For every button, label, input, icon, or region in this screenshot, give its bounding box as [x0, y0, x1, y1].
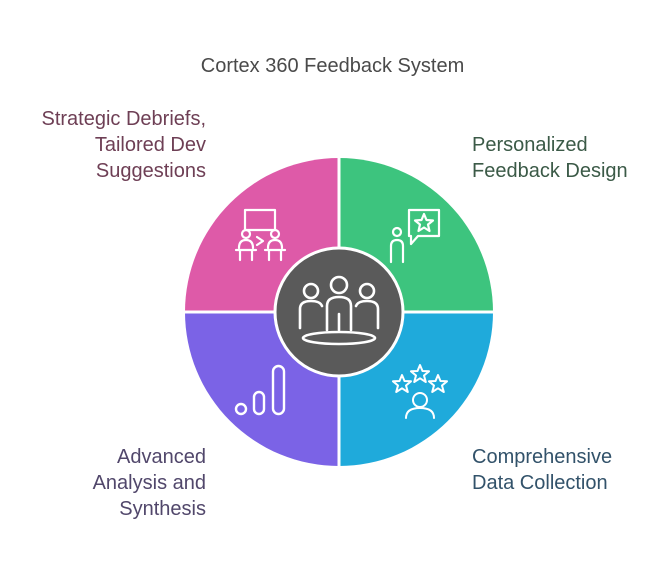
presentation-meeting-icon — [234, 208, 287, 262]
person-speech-star-icon — [389, 208, 441, 264]
label-personalized-feedback: Personalized Feedback Design — [472, 134, 628, 182]
label-comprehensive-data: Comprehensive Data Collection — [472, 446, 613, 494]
bar-chart-icon — [234, 364, 286, 416]
person-three-stars-icon — [392, 364, 448, 419]
center-circle — [273, 246, 405, 378]
diagram-title: Cortex 360 Feedback System — [200, 55, 465, 77]
team-group-icon — [298, 275, 380, 346]
label-strategic-debriefs: Strategic Debriefs, Tailored Dev Suggest… — [41, 108, 206, 182]
label-advanced-analysis: Advanced Analysis and Synthesis — [92, 446, 206, 520]
